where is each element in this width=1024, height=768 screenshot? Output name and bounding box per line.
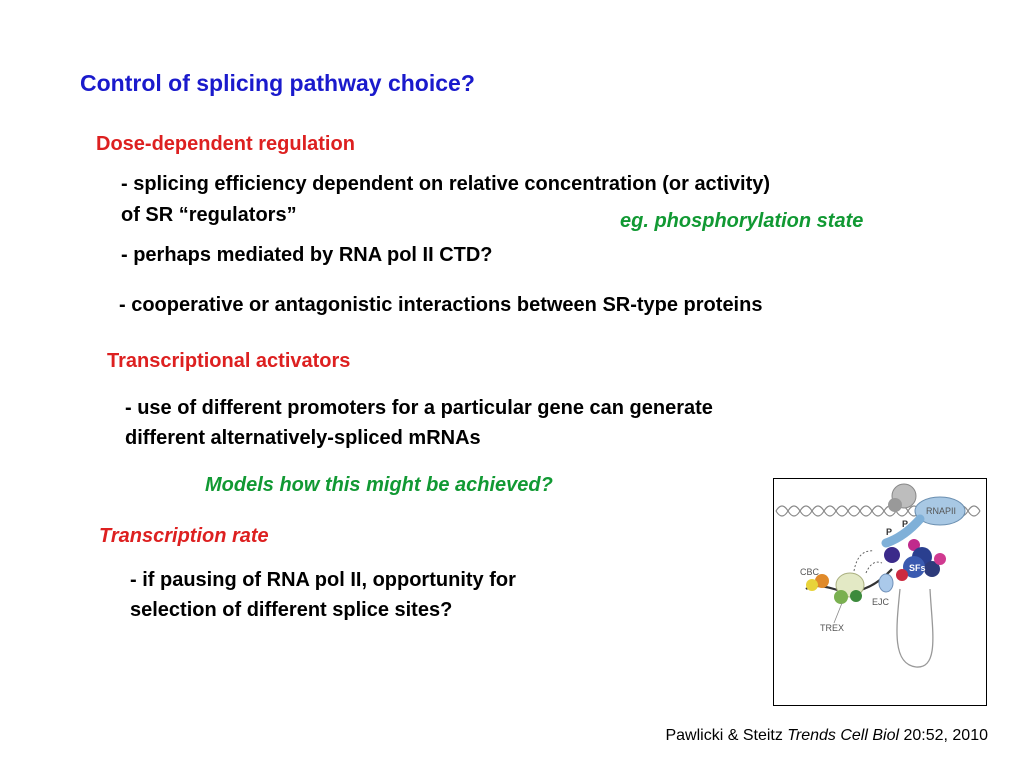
sf-magenta [908, 539, 920, 551]
dose-bullet-1-note: eg. phosphorylation state [620, 210, 864, 232]
grey-factor-2 [888, 498, 902, 512]
ejc-shape [878, 573, 894, 593]
citation-authors: Pawlicki & Steitz [665, 727, 788, 744]
sf-purple [884, 547, 900, 563]
sf-darkblue [924, 561, 940, 577]
trex-pointer [833, 602, 843, 624]
activators-bullet-line-2: different alternatively-spliced mRNAs [125, 427, 481, 449]
citation: Pawlicki & Steitz Trends Cell Biol 20:52… [665, 727, 988, 745]
rnapii-shape [914, 496, 966, 526]
citation-reference: 20:52, 2010 [899, 727, 988, 744]
dose-bullet-1-line-2: of SR “regulators” [121, 204, 297, 226]
ctd-tail [881, 514, 925, 548]
cotranscriptional-splicing-diagram: RNAPII P P SFs EJC TREX CBC [775, 483, 981, 668]
trex-label: TREX [820, 623, 844, 633]
rnapii-label: RNAPII [926, 506, 956, 516]
heading-transcription-rate: Transcription rate [99, 525, 269, 547]
cbc-orange [815, 574, 829, 588]
sfs-label: SFs [909, 563, 926, 573]
recruit-arrow-1 [853, 550, 875, 572]
sf-pink [934, 553, 946, 565]
trex-green-1 [834, 590, 848, 604]
dose-bullet-1-line-1: - splicing efficiency dependent on relat… [121, 173, 771, 195]
dose-bullet-2: - perhaps mediated by RNA pol II CTD? [121, 244, 493, 266]
sf-red [896, 569, 908, 581]
transcription-splicing-figure: RNAPII P P SFs EJC TREX CBC [773, 478, 987, 706]
slide-title: Control of splicing pathway choice? [80, 70, 475, 96]
activators-bullet-line-1: - use of different promoters for a parti… [125, 397, 713, 419]
sf-blue [903, 556, 925, 578]
phospho-label-1: P [886, 527, 892, 537]
heading-transcriptional-activators: Transcriptional activators [107, 350, 351, 372]
rate-bullet-line-1: - if pausing of RNA pol II, opportunity … [130, 569, 516, 591]
citation-journal: Trends Cell Biol [787, 727, 900, 744]
rate-bullet-line-2: selection of different splice sites? [130, 599, 453, 621]
heading-dose-dependent: Dose-dependent regulation [96, 133, 355, 155]
activators-models-note: Models how this might be achieved? [205, 474, 553, 496]
recruit-arrow-2 [865, 561, 883, 574]
phospho-label-2: P [902, 519, 908, 529]
ejc-label: EJC [872, 597, 890, 607]
cbc-yellow [806, 579, 818, 591]
trex-green-2 [850, 590, 862, 602]
dose-bullet-3: - cooperative or antagonistic interactio… [119, 294, 763, 316]
cbc-label: CBC [800, 567, 820, 577]
nascent-rna [896, 588, 934, 668]
